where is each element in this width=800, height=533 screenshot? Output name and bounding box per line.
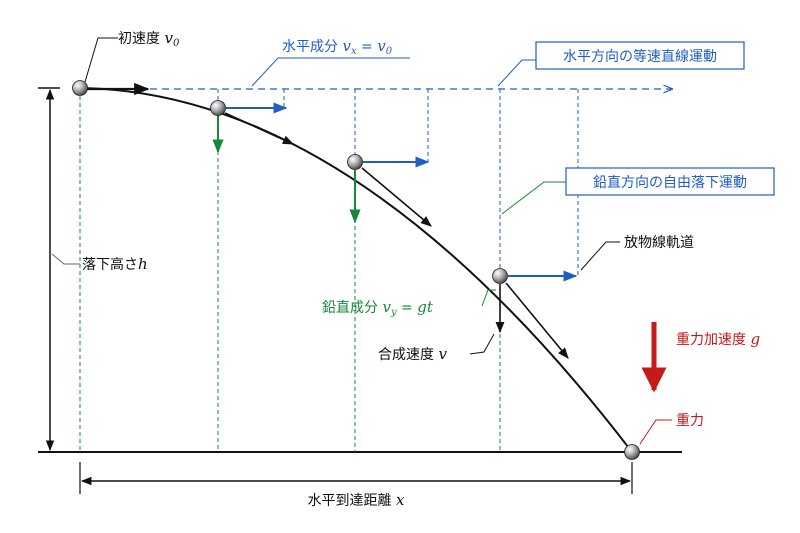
horizontal-distance-label: 水平到達距離 x <box>308 491 405 509</box>
leader-initial-velocity <box>84 37 118 83</box>
free-fall-box <box>565 167 775 196</box>
free-fall-label: 鉛直方向の自由落下運動 <box>593 174 747 191</box>
initial-velocity-label: 初速度 v0 <box>118 29 180 49</box>
uniform-motion-label: 水平方向の等速直線運動 <box>563 48 717 65</box>
ball-landing <box>624 444 640 460</box>
leader-fall-height <box>51 253 80 265</box>
gravity-acceleration-label: 重力加速度 g <box>676 330 760 348</box>
leader-trajectory <box>580 241 620 271</box>
leader-horizontal-component <box>251 57 410 87</box>
gravity-label: 重力 <box>676 413 704 429</box>
trajectory-label: 放物線軌道 <box>624 235 694 251</box>
horizontal-component-label: 水平成分 vx = v0 <box>282 37 393 57</box>
v-arrow-2 <box>361 167 432 227</box>
ball-position-3 <box>492 268 508 284</box>
leader-vertical-component <box>481 289 496 307</box>
parabolic-trajectory <box>79 87 633 453</box>
uniform-motion-box <box>535 41 745 70</box>
ball-position-1 <box>210 100 226 116</box>
horizontal-projection-lines <box>217 89 579 276</box>
leader-uniform-motion <box>497 59 536 87</box>
vertical-projection-lines <box>79 96 501 452</box>
fall-height-label: 落下高さh <box>82 255 148 273</box>
leader-resultant-velocity <box>469 333 495 355</box>
resultant-velocity-label: 合成速度 v <box>378 345 447 363</box>
leader-free-fall <box>501 181 566 215</box>
vertical-component-label: 鉛直成分 vy = gt <box>322 298 434 318</box>
ball-position-2 <box>347 154 363 170</box>
leader-gravity <box>639 419 672 445</box>
v-arrow-1 <box>224 112 295 145</box>
v-arrow-3 <box>505 282 569 359</box>
ball-initial <box>72 80 88 96</box>
